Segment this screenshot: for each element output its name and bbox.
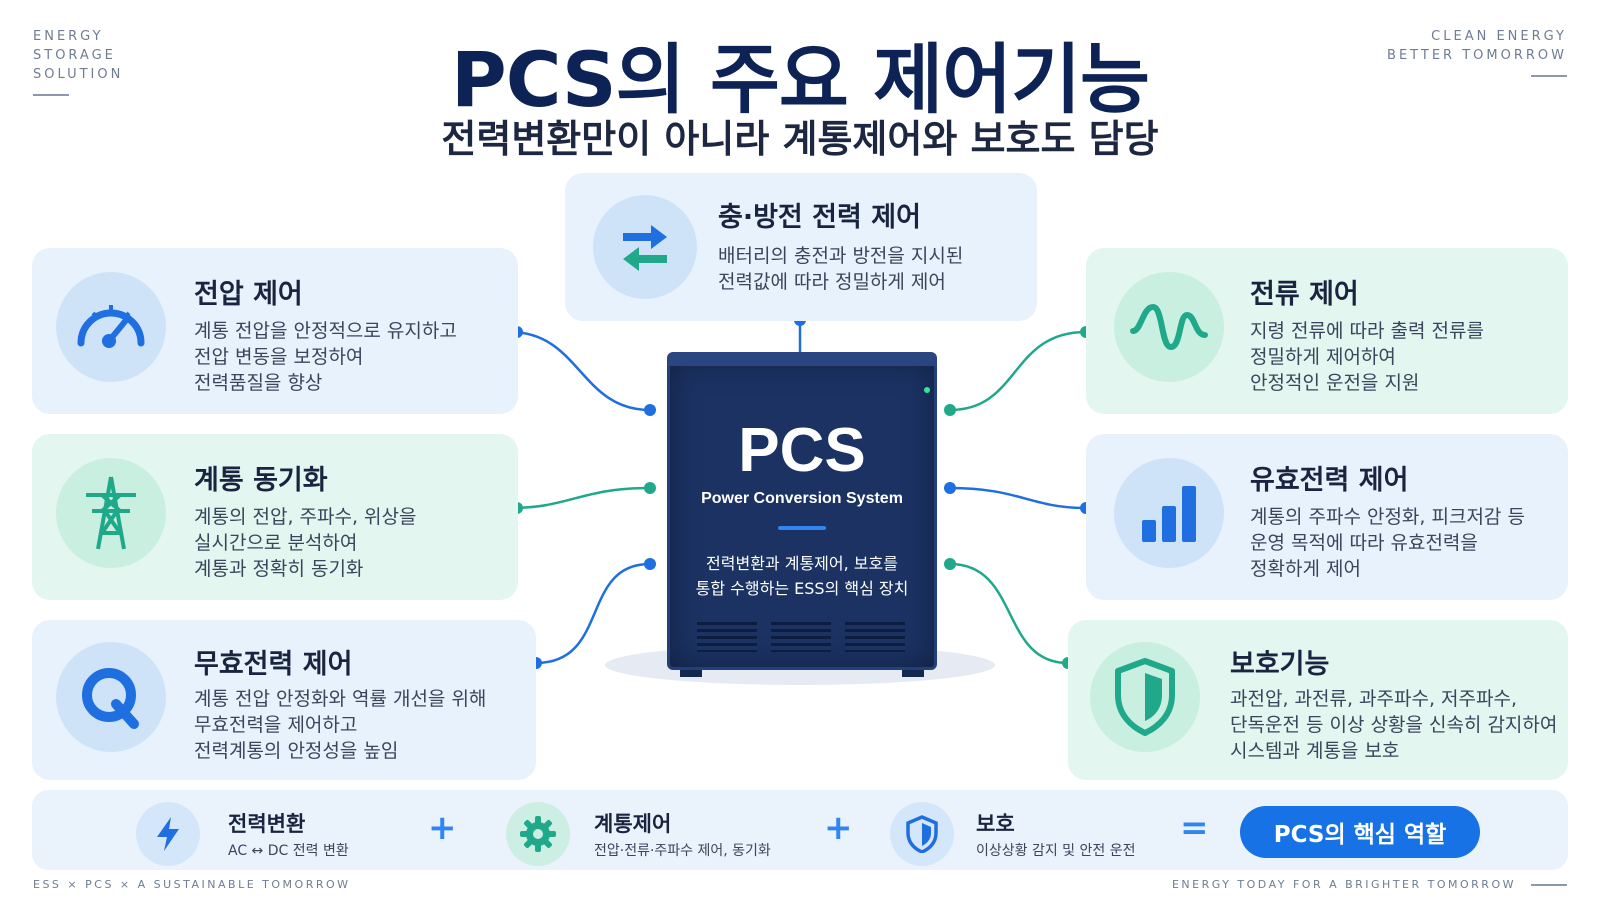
- desc-line: 전력값에 따라 정밀하게 제어: [718, 271, 946, 293]
- desc-line: 지령 전류에 따라 출력 전류를: [1250, 320, 1484, 342]
- card-protection: 보호기능 과전압, 과전류, 과주파수, 저주파수, 단독운전 등 이상 상황을…: [1068, 620, 1568, 780]
- pcs-full-name: Power Conversion System: [701, 490, 903, 507]
- desc-line: 통합 수행하는 ESS의 핵심 장치: [695, 579, 909, 598]
- transmission-tower-icon: [56, 458, 166, 568]
- desc-line: 무효전력을 제어하고: [194, 714, 358, 736]
- vent-grille: [845, 622, 905, 652]
- desc-line: 단독운전 등 이상 상황을 신속히 감지하여: [1230, 714, 1558, 736]
- card-description: 계통 전압 안정화와 역률 개선을 위해 무효전력을 제어하고 전력계통의 안정…: [194, 686, 486, 764]
- pcs-foot-left: [680, 668, 702, 677]
- pcs-description: 전력변환과 계통제어, 보호를 통합 수행하는 ESS의 핵심 장치: [667, 551, 937, 601]
- plus-sign: +: [428, 808, 457, 848]
- card-title: 전압 제어: [194, 279, 303, 310]
- summary-desc: 전압·전류·주파수 제어, 동기화: [594, 843, 771, 859]
- pcs-foot-right: [902, 668, 924, 677]
- desc-line: 전압 변동을 보정하여: [194, 346, 364, 368]
- card-grid-sync: 계통 동기화 계통의 전압, 주파수, 위상을 실시간으로 분석하여 계통과 정…: [32, 434, 518, 600]
- desc-line: 전력변환과 계통제어, 보호를: [706, 554, 898, 573]
- pcs-cabinet: [667, 358, 937, 670]
- card-title: 무효전력 제어: [194, 649, 353, 680]
- shield-icon: [1090, 642, 1200, 752]
- card-description: 배터리의 충전과 방전을 지시된 전력값에 따라 정밀하게 제어: [718, 243, 963, 295]
- corner-right-line-1: CLEAN ENERGY: [1431, 29, 1567, 44]
- card-reactive-power: 무효전력 제어 계통 전압 안정화와 역률 개선을 위해 무효전력을 제어하고 …: [32, 620, 536, 780]
- desc-line: 배터리의 충전과 방전을 지시된: [718, 245, 964, 267]
- desc-line: 계통 전압 안정화와 역률 개선을 위해: [194, 688, 487, 710]
- desc-line: 과전압, 과전류, 과주파수, 저주파수,: [1230, 688, 1517, 710]
- footer-left: ESS × PCS × A SUSTAINABLE TOMORROW: [33, 878, 351, 891]
- card-title: 계통 동기화: [194, 465, 328, 496]
- pcs-label: PCS: [738, 416, 866, 485]
- summary-title: 전력변환: [228, 812, 306, 836]
- desc-line: 정확하게 제어: [1250, 558, 1361, 580]
- summary-title: 보호: [976, 812, 1015, 836]
- shield-icon: [890, 802, 954, 866]
- corner-tag-left: ENERGY STORAGE SOLUTION: [33, 27, 123, 84]
- desc-line: 정밀하게 제어하여: [1250, 346, 1396, 368]
- card-description: 계통의 전압, 주파수, 위상을 실시간으로 분석하여 계통과 정확히 동기화: [194, 504, 416, 582]
- card-title: 충·방전 전력 제어: [718, 202, 921, 233]
- card-description: 지령 전류에 따라 출력 전류를 정밀하게 제어하여 안정적인 운전을 지원: [1250, 318, 1484, 396]
- card-voltage-control: 전압 제어 계통 전압을 안정적으로 유지하고 전압 변동을 보정하여 전력품질…: [32, 248, 518, 414]
- corner-left-line-3: SOLUTION: [33, 67, 124, 82]
- vent-grille: [771, 622, 831, 652]
- connector-current: [949, 330, 1087, 412]
- lightning-icon: [136, 802, 200, 866]
- card-charge-discharge: 충·방전 전력 제어 배터리의 충전과 방전을 지시된 전력값에 따라 정밀하게…: [565, 173, 1037, 321]
- card-title: 전류 제어: [1250, 279, 1359, 310]
- summary-desc: AC ↔ DC 전력 변환: [228, 843, 349, 859]
- waveform-icon: [1114, 272, 1224, 382]
- core-role-button[interactable]: PCS의 핵심 역할: [1240, 806, 1480, 858]
- connector-voltage: [509, 330, 651, 412]
- gear-icon: [506, 802, 570, 866]
- connector-active: [949, 486, 1087, 510]
- desc-line: 계통 전압을 안정적으로 유지하고: [194, 320, 457, 342]
- footer-rule: [1531, 884, 1567, 886]
- plus-sign: +: [824, 808, 853, 848]
- corner-tag-right: CLEAN ENERGY BETTER TOMORROW: [1387, 27, 1567, 65]
- desc-line: 실시간으로 분석하여: [194, 532, 358, 554]
- equals-sign: =: [1180, 808, 1209, 848]
- card-current-control: 전류 제어 지령 전류에 따라 출력 전류를 정밀하게 제어하여 안정적인 운전…: [1086, 248, 1568, 414]
- card-description: 과전압, 과전류, 과주파수, 저주파수, 단독운전 등 이상 상황을 신속히 …: [1230, 686, 1557, 764]
- card-title: 보호기능: [1230, 649, 1330, 680]
- card-active-power: 유효전력 제어 계통의 주파수 안정화, 피크저감 등 운영 목적에 따라 유효…: [1086, 434, 1568, 600]
- desc-line: 계통과 정확히 동기화: [194, 558, 364, 580]
- desc-line: 시스템과 계통을 보호: [1230, 740, 1400, 762]
- bar-chart-icon: [1114, 458, 1224, 568]
- connector-sync: [509, 486, 651, 510]
- connector-reactive: [535, 562, 651, 665]
- corner-right-line-2: BETTER TOMORROW: [1387, 48, 1567, 63]
- corner-left-line-2: STORAGE: [33, 48, 116, 63]
- desc-line: 전력품질을 향상: [194, 372, 323, 394]
- pcs-accent-bar: [778, 526, 826, 530]
- summary-title: 계통제어: [594, 812, 672, 836]
- vent-grille: [697, 622, 757, 652]
- gauge-icon: [56, 272, 166, 382]
- desc-line: 운영 목적에 따라 유효전력을: [1250, 532, 1478, 554]
- letter-q-icon: [56, 642, 166, 752]
- page-subtitle: 전력변환만이 아니라 계통제어와 보호도 담당: [441, 117, 1159, 161]
- desc-line: 계통의 전압, 주파수, 위상을: [194, 506, 417, 528]
- exchange-arrows-icon: [593, 195, 697, 299]
- card-title: 유효전력 제어: [1250, 465, 1409, 496]
- card-description: 계통 전압을 안정적으로 유지하고 전압 변동을 보정하여 전력품질을 향상: [194, 318, 457, 396]
- desc-line: 계통의 주파수 안정화, 피크저감 등: [1250, 506, 1525, 528]
- card-description: 계통의 주파수 안정화, 피크저감 등 운영 목적에 따라 유효전력을 정확하게…: [1250, 504, 1525, 582]
- corner-left-line-1: ENERGY: [33, 29, 104, 44]
- corner-left-rule: [33, 94, 69, 96]
- corner-right-rule: [1531, 75, 1567, 77]
- summary-desc: 이상상황 감지 및 안전 운전: [976, 843, 1136, 859]
- footer-right: ENERGY TODAY FOR A BRIGHTER TOMORROW: [1171, 878, 1516, 891]
- desc-line: 전력계통의 안정성을 높임: [194, 740, 399, 762]
- status-led: [924, 387, 930, 393]
- pcs-cabinet-top: [667, 352, 937, 366]
- desc-line: 안정적인 운전을 지원: [1250, 372, 1420, 394]
- page-title: PCS의 주요 제어기능: [451, 35, 1150, 124]
- connector-protect: [949, 562, 1069, 665]
